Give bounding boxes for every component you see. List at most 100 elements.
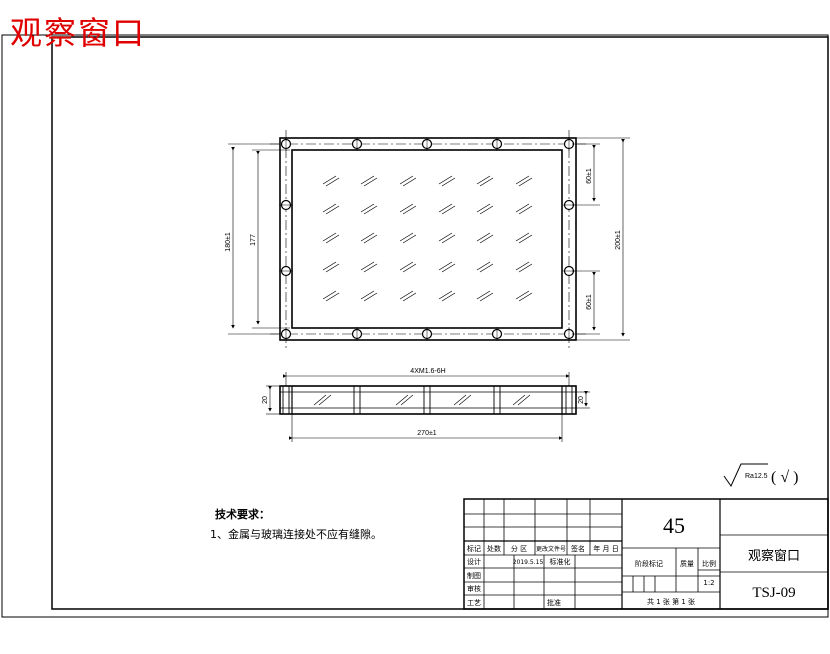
- side-hole-lines: [282, 386, 573, 414]
- dim-thickness-left: 20: [262, 396, 269, 404]
- hatch-line: [360, 232, 375, 242]
- hatch-line: [441, 263, 456, 273]
- hatch-line: [479, 205, 494, 215]
- hatch-line: [322, 232, 337, 242]
- tb-design-label: 设计: [467, 557, 481, 566]
- hatch-line: [322, 261, 337, 271]
- hatch-line: [479, 234, 494, 244]
- tb-scale-label: 比例: [702, 559, 716, 568]
- outer-border: [1, 34, 829, 618]
- hatch-line: [515, 261, 530, 271]
- hatch-line: [402, 205, 417, 215]
- hatch-line: [438, 175, 453, 185]
- hatch-line: [399, 175, 414, 185]
- front-dimensions: [228, 137, 630, 341]
- hatch-line: [402, 263, 417, 273]
- hatch-line: [399, 232, 414, 242]
- tb-row-draw: 制图: [467, 571, 481, 580]
- glass-hatching: [322, 175, 533, 302]
- hatch-line: [518, 292, 533, 302]
- side-hatch-line: [517, 394, 531, 406]
- bolt-holes: [279, 137, 576, 341]
- hatch-line: [476, 175, 491, 185]
- roughness-value: Ra12.5: [745, 473, 768, 480]
- dim-top-pitch: 60±1: [586, 168, 593, 184]
- hatch-line: [441, 177, 456, 187]
- roughness-symbol: [723, 463, 768, 488]
- hatch-line: [441, 205, 456, 215]
- dim-hole-spec: 4XM1.6-6H: [410, 368, 445, 375]
- side-hatch-line: [313, 394, 327, 406]
- page-title: 观察窗口: [10, 14, 147, 52]
- tb-sheet-info: 共 1 张 第 1 张: [647, 597, 695, 606]
- dim-total-width: 270±1: [417, 430, 437, 437]
- plate-outline: [279, 137, 577, 341]
- hatch-line: [360, 175, 375, 185]
- hatch-line: [363, 205, 378, 215]
- side-hatch-line: [512, 394, 526, 406]
- tb-header-count: 处数: [487, 544, 501, 553]
- dim-total-height: 180±1: [225, 232, 232, 252]
- hatch-line: [515, 175, 530, 185]
- side-hatch-line: [400, 394, 414, 406]
- front-view: [270, 130, 586, 348]
- hatch-line: [322, 290, 337, 300]
- hatch-line: [518, 234, 533, 244]
- tb-stage-label: 阶段标记: [635, 559, 663, 568]
- hatch-line: [438, 203, 453, 213]
- tb-material: 45: [663, 513, 685, 538]
- hatch-line: [363, 292, 378, 302]
- hatch-line: [441, 292, 456, 302]
- tb-row-check: 审核: [467, 584, 481, 593]
- side-hatch-line: [395, 394, 409, 406]
- hatch-line: [515, 203, 530, 213]
- hatch-line: [438, 261, 453, 271]
- tech-notes-item: 1、金属与玻璃连接处不应有缝隙。: [210, 528, 382, 541]
- dim-right-height: 200±1: [615, 230, 622, 250]
- dim-inner-height: 177: [250, 234, 257, 246]
- roughness-note: ( √ ): [771, 469, 798, 486]
- tb-weight-label: 质量: [680, 559, 694, 568]
- hatch-line: [363, 234, 378, 244]
- hatch-line: [476, 261, 491, 271]
- hatch-line: [441, 234, 456, 244]
- hatch-line: [518, 205, 533, 215]
- tb-header-date: 年 月 日: [593, 544, 618, 553]
- tb-design-std: 标准化: [550, 557, 571, 566]
- hatch-line: [476, 232, 491, 242]
- dim-bottom-pitch: 60±1: [586, 294, 593, 310]
- hatch-line: [479, 263, 494, 273]
- side-outline: [279, 385, 577, 415]
- dim-thickness-right: 20: [578, 396, 585, 404]
- tb-scale-value: 1:2: [703, 579, 714, 587]
- inner-border: [51, 36, 829, 610]
- title-block: [463, 498, 829, 610]
- hatch-line: [399, 203, 414, 213]
- tb-approve: 批准: [547, 598, 561, 607]
- hatch-line: [402, 292, 417, 302]
- hatch-line: [360, 290, 375, 300]
- hatch-line: [438, 290, 453, 300]
- hatch-line: [518, 263, 533, 273]
- tb-row-process: 工艺: [467, 599, 481, 607]
- hatch-line: [325, 205, 340, 215]
- side-hatch-line: [458, 394, 472, 406]
- tb-header-mark: 标记: [467, 544, 481, 553]
- hatch-line: [325, 263, 340, 273]
- hatch-line: [399, 261, 414, 271]
- hatch-line: [479, 177, 494, 187]
- tb-drawing-no: TSJ-09: [752, 585, 795, 601]
- hatch-line: [360, 261, 375, 271]
- tb-header-doc: 更改文件号: [536, 545, 566, 553]
- hatch-line: [399, 290, 414, 300]
- hatch-line: [360, 203, 375, 213]
- tb-header-zone: 分 区: [511, 544, 527, 553]
- hatch-line: [322, 203, 337, 213]
- hatch-line: [518, 177, 533, 187]
- hatch-line: [363, 263, 378, 273]
- hatch-line: [402, 234, 417, 244]
- hatch-line: [438, 232, 453, 242]
- side-view: [266, 372, 590, 442]
- tb-design-date: 2019.5.15: [513, 559, 544, 566]
- hatch-line: [479, 292, 494, 302]
